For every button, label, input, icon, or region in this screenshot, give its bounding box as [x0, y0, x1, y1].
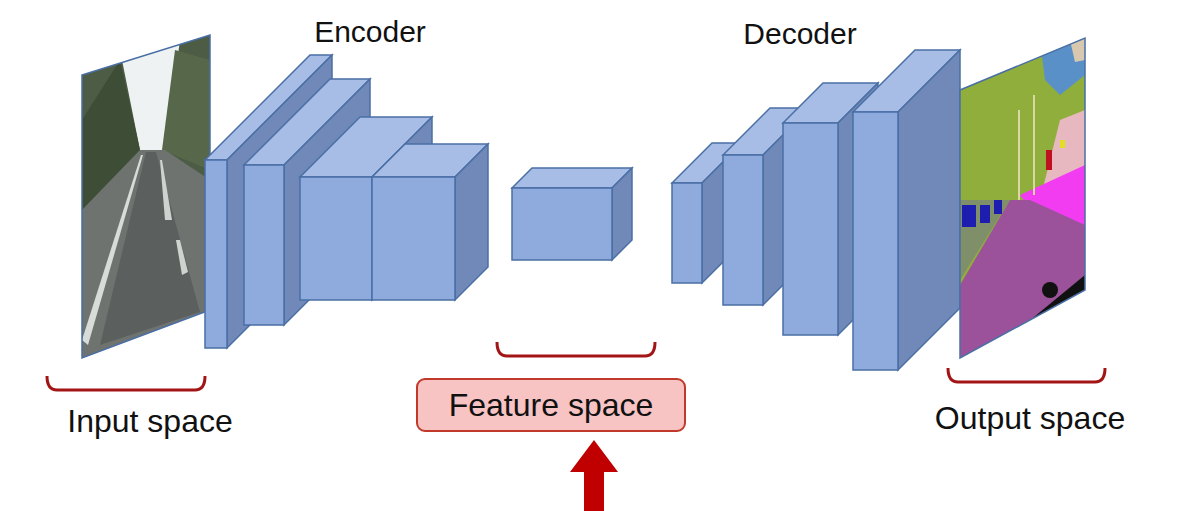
output-image	[955, 35, 1090, 365]
space-label: Output space	[935, 400, 1125, 437]
input-image	[80, 30, 215, 365]
space-label: Input space	[67, 403, 232, 440]
bracket	[497, 342, 655, 356]
bracket	[47, 376, 205, 390]
section-title: Encoder	[314, 15, 426, 50]
pointer-arrow	[570, 440, 618, 511]
section-title: Decoder	[743, 17, 856, 52]
encoder-layer	[372, 144, 488, 300]
box-text: Feature space	[449, 387, 654, 424]
label-box: Feature space	[416, 378, 686, 432]
bracket	[948, 368, 1105, 382]
feature-block	[512, 168, 632, 260]
decoder-layer	[853, 50, 960, 370]
